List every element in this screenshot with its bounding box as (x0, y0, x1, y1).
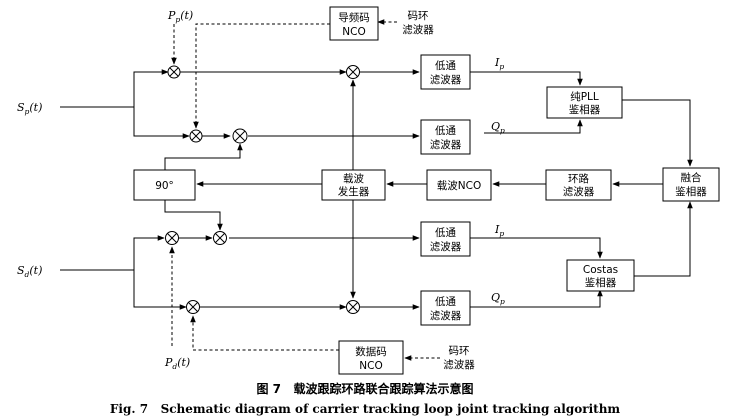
svg-text:载波: 载波 (343, 172, 364, 185)
ninety-degree-shift-block: 90° (133, 169, 196, 201)
svg-text:滤波器: 滤波器 (430, 309, 462, 322)
svg-text:鉴相器: 鉴相器 (585, 276, 617, 289)
data-code-nco-block: 数据码 NCO (338, 340, 404, 375)
svg-text:低通: 低通 (435, 124, 456, 137)
svg-text:滤波器: 滤波器 (430, 240, 462, 253)
svg-text:Costas: Costas (583, 264, 618, 276)
signal-label-pp: Pp(t) (167, 9, 193, 24)
svg-text:码环: 码环 (408, 10, 429, 22)
svg-text:滤波器: 滤波器 (430, 73, 462, 86)
code-loop-filter-bottom-label: 码环 滤波器 (443, 345, 475, 371)
signal-label-ip-top: Ip (494, 56, 504, 71)
svg-text:融合: 融合 (681, 171, 702, 184)
svg-text:滤波器: 滤波器 (563, 185, 595, 198)
svg-text:90°: 90° (155, 180, 174, 192)
svg-text:滤波器: 滤波器 (430, 138, 462, 151)
costas-discriminator-block: Costas 鉴相器 (566, 259, 635, 292)
svg-text:低通: 低通 (435, 226, 456, 239)
loop-filter-block: 环路 滤波器 (545, 169, 612, 201)
svg-text:导频码: 导频码 (338, 11, 370, 24)
svg-text:鉴相器: 鉴相器 (569, 103, 601, 116)
figure-caption-en: Fig. 7 Schematic diagram of carrier trac… (110, 402, 621, 416)
svg-text:滤波器: 滤波器 (443, 358, 475, 371)
mixer-carrier-i-bottom (346, 300, 360, 314)
signal-label-qp-top: Qp (491, 120, 505, 135)
mixer-carrier-i-top (346, 65, 360, 79)
svg-text:载波NCO: 载波NCO (437, 179, 481, 192)
carrier-nco-block: 载波NCO (426, 169, 492, 201)
svg-text:低通: 低通 (435, 295, 456, 308)
pure-pll-discriminator: 纯PLL 鉴相器 (546, 86, 623, 119)
mixer-pp-top (167, 65, 181, 79)
fusion-discriminator-block: 融合 鉴相器 (662, 167, 720, 202)
lowpass-filter-qp-bottom: 低通 滤波器 (420, 290, 471, 326)
svg-text:NCO: NCO (359, 360, 382, 372)
signal-label-sp: Sp(t) (17, 101, 42, 116)
svg-text:数据码: 数据码 (355, 345, 387, 358)
svg-text:纯PLL: 纯PLL (570, 90, 599, 103)
svg-text:码环: 码环 (449, 345, 470, 357)
svg-text:NCO: NCO (342, 26, 365, 38)
signal-label-sd: Sd(t) (17, 264, 42, 279)
mixer-pd-q-bottom (186, 300, 200, 314)
signal-label-pd: Pd(t) (164, 356, 190, 371)
svg-text:低通: 低通 (435, 59, 456, 72)
mixer-pp-q-top (189, 129, 203, 143)
signal-wires (60, 69, 693, 310)
svg-text:滤波器: 滤波器 (402, 23, 434, 36)
mixer-carrier-q-bottom (213, 231, 227, 245)
mixer-pd-i-bottom (165, 231, 179, 245)
lowpass-filter-ip-top: 低通 滤波器 (420, 54, 471, 90)
signal-label-ip-bottom: Ip (494, 223, 504, 238)
lowpass-filter-ip-bottom: 低通 滤波器 (420, 221, 471, 257)
figure-caption-cn: 图 7 载波跟踪环路联合跟踪算法示意图 (256, 381, 473, 396)
pilot-code-nco-block: 导频码 NCO (329, 6, 379, 41)
svg-text:鉴相器: 鉴相器 (675, 185, 707, 198)
svg-text:发生器: 发生器 (338, 185, 370, 198)
svg-text:环路: 环路 (568, 172, 589, 185)
mixer-carrier-q-top (232, 128, 248, 144)
code-loop-filter-top-label: 码环 滤波器 (402, 10, 434, 36)
lowpass-filter-qp-top: 低通 滤波器 (420, 119, 471, 155)
code-control-wires (169, 19, 440, 361)
signal-label-qp-bottom: Qp (491, 291, 505, 306)
carrier-generator-block: 载波 发生器 (321, 169, 386, 201)
